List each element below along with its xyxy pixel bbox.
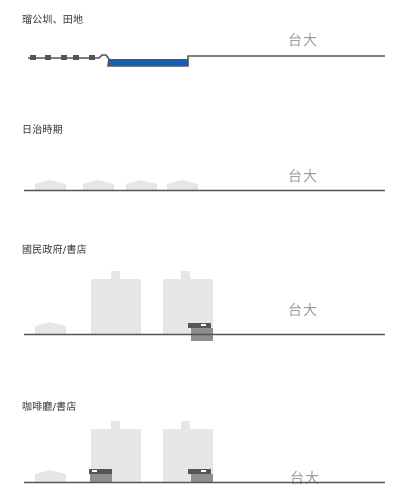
tall-building (91, 421, 141, 482)
panel-title: 瑠公圳、田地 (22, 15, 84, 26)
cafe (89, 469, 112, 482)
ntu-label: 台大 (288, 303, 318, 319)
panel-title: 咖啡廳/書店 (22, 402, 77, 413)
bookstore (188, 469, 213, 482)
tall-building (163, 421, 213, 482)
panel-title: 日治時期 (22, 125, 63, 136)
house (35, 180, 66, 190)
panel-kmt-bookstores: 國民政府/書店 台大 (0, 230, 398, 350)
house (126, 180, 157, 190)
bookstore-shop (191, 474, 213, 482)
ground-line (28, 54, 385, 67)
canal-fields-scene (28, 54, 385, 67)
small-house (35, 322, 66, 334)
panel-japanese-era: 日治時期 台大 (0, 110, 398, 220)
kmt-bookstores-scene (24, 271, 385, 341)
cafe-awning (89, 469, 112, 474)
bookstore-awning (188, 323, 211, 328)
tall-building (91, 271, 141, 334)
bookstore-sign (201, 324, 206, 326)
houses (35, 180, 198, 190)
canal-water (108, 59, 188, 66)
cafe-sign (92, 470, 97, 472)
bookstore-sign (201, 470, 206, 472)
bookstore (188, 323, 213, 341)
bookstore-awning (188, 469, 211, 474)
ntu-label: 台大 (288, 33, 318, 49)
tall-building (163, 271, 213, 334)
small-house (35, 470, 66, 482)
panel-title: 國民政府/書店 (22, 245, 87, 256)
cafe-bookstores-scene (24, 421, 385, 484)
ntu-label: 台大 (288, 169, 318, 185)
house (83, 180, 114, 190)
panel-canal-fields: 瑠公圳、田地 台大 (0, 0, 398, 110)
japanese-era-scene (24, 180, 385, 192)
house (167, 180, 198, 190)
panel-cafe-bookstores: 咖啡廳/書店 台大 (0, 380, 398, 487)
cafe-shop (90, 474, 112, 482)
